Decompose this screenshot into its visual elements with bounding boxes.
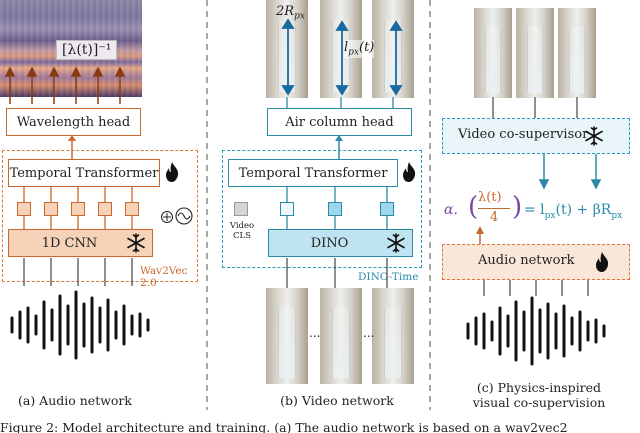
video-temporal-transformer-label: Temporal Transformer: [238, 165, 388, 181]
radius-label-main: 2R: [276, 4, 295, 19]
video-token-lines-lower: [286, 216, 388, 230]
dino-time-label: DINO-Time: [358, 271, 419, 283]
dino-box: DINO: [268, 229, 413, 257]
video-network-panel: 2Rpx lpx(t) Air column head Temporal Tra…: [212, 0, 424, 410]
snowflake-icon: [585, 126, 603, 146]
wavelength-head-box: Wavelength head: [6, 108, 141, 136]
air-column-head-box: Air column head: [267, 108, 412, 136]
eq-denominator: 4: [490, 210, 499, 225]
length-label: lpx(t): [344, 40, 375, 58]
cosupervisor-frame: [474, 8, 512, 98]
video-cosupervisor-label: Video co-supervisor: [458, 127, 589, 142]
eq-rhs-tail: (t) + βR: [555, 202, 612, 218]
cnn-box: 1D CNN: [8, 229, 153, 257]
arrow-head-to-video-transformer: [335, 135, 343, 161]
eq-rhs-sub2: px: [611, 210, 623, 221]
length-label-main: l: [344, 40, 349, 55]
cosupervisor-arrows: [538, 154, 602, 190]
radius-label: 2Rpx: [276, 4, 305, 22]
length-label-arg: (t): [359, 40, 375, 55]
eq-paren-left: (: [468, 192, 479, 222]
length-arrow: [335, 20, 349, 96]
flame-icon: [596, 252, 609, 272]
wav2vec-dashed-box: [2, 150, 198, 282]
figure-caption: Figure 2: Model architecture and trainin…: [0, 420, 568, 433]
eq-rhs-main: = l: [524, 202, 545, 218]
flame-icon: [403, 162, 416, 182]
audio-token: [98, 202, 112, 216]
snowflake-icon: [127, 233, 145, 253]
dino-time-dashed-box: [222, 150, 422, 268]
audio-token: [125, 202, 139, 216]
audio-caption: (a) Audio network: [17, 393, 132, 408]
physics-caption: (c) Physics-inspired visual co-supervisi…: [444, 380, 634, 410]
dino-label: DINO: [310, 235, 349, 251]
audio-temporal-transformer-box: Temporal Transformer: [8, 159, 160, 187]
physics-equation: α. ( λ(t) 4 ) = lpx(t) + βRpx: [444, 190, 640, 230]
audio-token: [17, 202, 31, 216]
spectro-arrows: [4, 66, 126, 104]
video-frame-top: [266, 0, 308, 98]
length-label-sub: px: [348, 47, 360, 58]
audio-network-panel: [λ(t)]⁻¹ Wavelength head Temporal Transf…: [0, 0, 200, 410]
audio-network-label: Audio network: [478, 253, 575, 268]
audio-token: [44, 202, 58, 216]
video-input-lines: [286, 258, 388, 288]
audio-token-lines: [23, 187, 133, 203]
video-token: [280, 202, 294, 216]
video-caption: (b) Video network: [280, 393, 394, 408]
video-cls-token: [234, 202, 248, 216]
snowflake-icon: [387, 233, 405, 253]
panel-separator-right: [429, 0, 431, 410]
video-frame-bottom: [320, 288, 362, 384]
video-cls-label: Video CLS: [228, 221, 256, 241]
physics-waveform: [466, 296, 606, 366]
video-temporal-transformer-box: Temporal Transformer: [228, 159, 398, 187]
physics-caption-line2: visual co-supervision: [472, 395, 606, 410]
audio-waveform: [10, 290, 150, 360]
cosupervisor-frame: [558, 8, 596, 98]
audio-input-lines: [23, 258, 133, 286]
eq-alpha: α.: [444, 202, 458, 218]
video-frame-bottom: [266, 288, 308, 384]
eq-fraction-bar: [478, 208, 510, 209]
frames-to-cosupervisor-lines: [492, 97, 578, 119]
physics-caption-line1: (c) Physics-inspired: [476, 380, 602, 395]
frame-ellipsis: ...: [309, 326, 321, 340]
eq-numerator: λ(t): [478, 190, 502, 205]
cosupervisor-dashed-box: [442, 118, 630, 154]
video-token: [328, 202, 342, 216]
sinusoid-icon: [175, 207, 193, 225]
cnn-label: 1D CNN: [41, 235, 98, 251]
audio-token-lines-lower: [23, 216, 133, 230]
frame-ellipsis: ...: [363, 326, 375, 340]
video-token: [380, 202, 394, 216]
video-cls-line1: Video: [229, 221, 255, 231]
frames-to-head-lines: [286, 97, 394, 109]
audio-token: [71, 202, 85, 216]
radius-label-sub: px: [294, 11, 305, 22]
physics-panel: Video co-supervisor α. ( λ(t) 4 ) = lpx(…: [434, 0, 640, 433]
plus-icon: [161, 211, 173, 223]
cosupervisor-frame: [516, 8, 554, 98]
panel-separator-left: [206, 0, 208, 410]
audio-to-equation-arrow: [476, 226, 484, 246]
video-frame-top: [372, 0, 414, 98]
physics-input-lines: [483, 280, 589, 296]
video-cls-line2: CLS: [233, 231, 251, 241]
eq-rhs-sub: px: [544, 210, 556, 221]
video-frame-bottom: [372, 288, 414, 384]
wav2vec-label: Wav2Vec 2.0: [140, 265, 188, 289]
flame-icon: [166, 162, 179, 182]
eq-rhs: = lpx(t) + βRpx: [524, 202, 622, 221]
eq-paren-right: ): [512, 192, 523, 222]
arrow-head-to-transformer: [68, 135, 76, 159]
length-arrow-right: [389, 20, 403, 96]
audio-temporal-transformer-label: Temporal Transformer: [9, 165, 159, 181]
radius-arrow: [281, 18, 295, 96]
video-token-lines: [286, 187, 388, 203]
wavelength-label: [λ(t)]⁻¹: [56, 40, 118, 60]
